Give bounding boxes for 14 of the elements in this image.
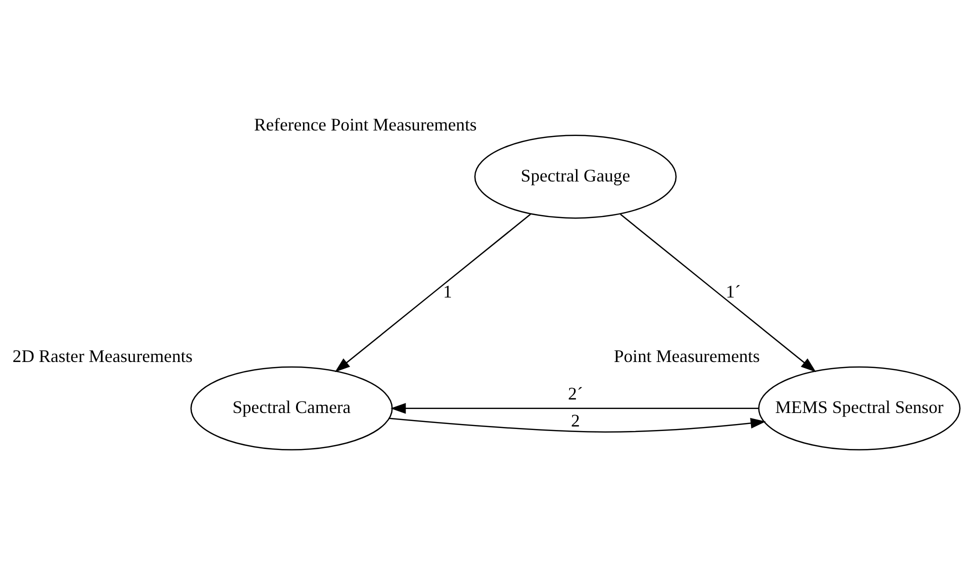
- edge-label: 2: [570, 410, 580, 430]
- node-label: 2D Raster Measurements: [12, 346, 192, 366]
- node-ellipse: MEMS Spectral Sensor: [758, 366, 960, 450]
- node-ellipse: Spectral Camera: [190, 366, 392, 450]
- node-label: Reference Point Measurements: [254, 114, 476, 134]
- arrow: [620, 213, 816, 372]
- arrow: [334, 213, 530, 372]
- arrow: [388, 417, 766, 432]
- edge-label: 2´: [568, 383, 582, 404]
- node-ellipse: Spectral Gauge: [474, 134, 676, 218]
- edge-label: 1: [442, 280, 452, 301]
- node-label: Point Measurements: [613, 346, 760, 366]
- arrow: [390, 402, 758, 414]
- edge-label: 1´: [725, 280, 740, 301]
